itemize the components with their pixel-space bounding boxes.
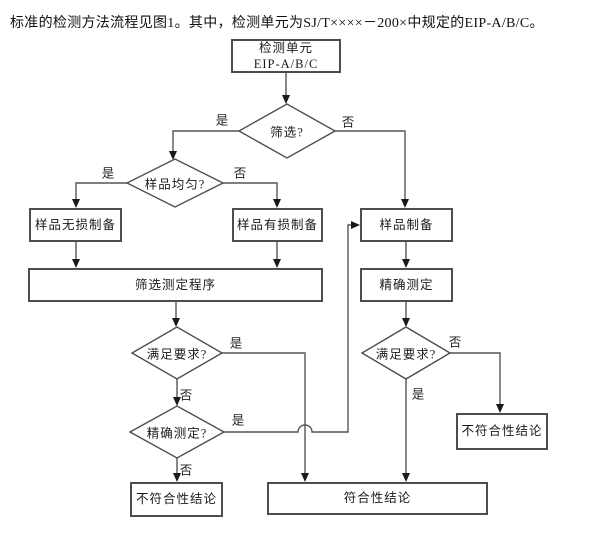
diamond-precise-check (128, 405, 226, 459)
node-nonconformity-right: 不符合性结论 (456, 413, 548, 450)
node-sample-prep: 样品制备 (360, 208, 453, 242)
diamond-uniform (125, 158, 225, 208)
diamond-meet-right (360, 326, 452, 380)
edge-label-meet-right-yes: 是 (411, 387, 425, 402)
edge-screen-yes (169, 130, 239, 160)
edge-label-precise-yes: 是 (231, 413, 245, 428)
edge-precise-check-yes (224, 221, 360, 433)
node-screening-procedure: 筛选测定程序 (28, 268, 323, 302)
node-conformity: 符合性结论 (267, 482, 488, 515)
diamond-meet-left-label: 满足要求? (146, 347, 208, 362)
node-detection-unit-line1: 检测单元 (258, 40, 313, 55)
node-nondestructive-prep-label: 样品无损制备 (34, 217, 116, 232)
edge-uniform-yes (72, 182, 127, 208)
node-precise-measurement-label: 精确测定 (379, 277, 434, 292)
edge-label-screen-yes: 是 (215, 113, 229, 128)
node-screening-procedure-label: 筛选测定程序 (134, 277, 216, 292)
edge-label-uniform-yes: 是 (101, 166, 115, 181)
node-destructive-prep: 样品有损制备 (232, 208, 323, 242)
diamond-uniform-label: 样品均匀? (144, 177, 206, 192)
diamond-meet-right-label: 满足要求? (375, 347, 437, 362)
node-nonconformity-left-label: 不符合性结论 (135, 492, 217, 507)
diamond-screen (237, 103, 337, 159)
edge-label-meet-left-yes: 是 (229, 336, 243, 351)
edge-meet-left-yes (222, 352, 309, 482)
node-destructive-prep-label: 样品有损制备 (236, 217, 318, 232)
edge-label-uniform-no: 否 (233, 166, 247, 181)
node-conformity-label: 符合性结论 (343, 491, 412, 506)
edge-label-meet-left-no: 否 (179, 388, 193, 403)
node-nonconformity-right-label: 不符合性结论 (461, 424, 543, 439)
diamond-screen-label: 筛选? (270, 125, 304, 140)
node-detection-unit-line2: EIP-A/B/C (253, 57, 319, 71)
node-detection-unit: 检测单元 EIP-A/B/C (231, 39, 341, 73)
caption-text: 标准的检测方法流程见图1。其中，检测单元为SJ/T××××－200×中规定的EI… (10, 16, 544, 31)
edge-label-meet-right-no: 否 (448, 335, 462, 350)
node-nondestructive-prep: 样品无损制备 (29, 208, 122, 242)
node-nonconformity-left: 不符合性结论 (130, 482, 223, 517)
diamond-precise-check-label: 精确测定? (146, 426, 208, 441)
edge-screen-no (335, 130, 409, 208)
edge-label-precise-no: 否 (179, 463, 193, 478)
diamond-meet-left (130, 326, 224, 380)
node-precise-measurement: 精确测定 (360, 268, 453, 302)
edge-meet-right-no (450, 352, 504, 413)
edge-uniform-no (223, 182, 281, 208)
node-sample-prep-label: 样品制备 (379, 217, 434, 232)
edge-label-screen-no: 否 (341, 115, 355, 130)
